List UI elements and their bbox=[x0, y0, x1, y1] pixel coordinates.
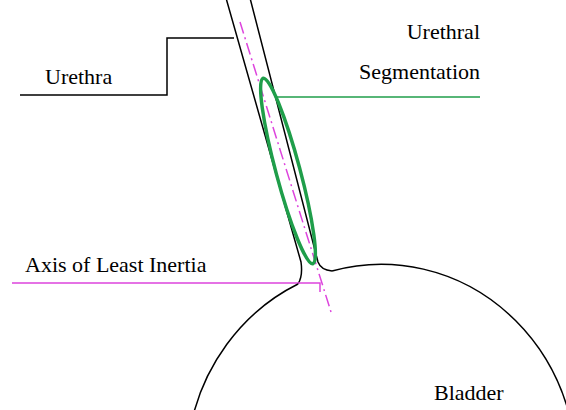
part-label: Urethral Segmentation bbox=[300, 12, 480, 92]
bladder-wall bbox=[186, 264, 566, 410]
axis-line bbox=[240, 22, 331, 312]
leader-line bbox=[275, 96, 480, 98]
bladder-outline: Bladder bbox=[170, 260, 566, 410]
urethra-right-wall bbox=[250, 0, 332, 271]
leader-line bbox=[20, 38, 234, 95]
bladder-shape bbox=[170, 260, 566, 410]
part-label-text: Urethra bbox=[45, 64, 112, 89]
part-label: Urethra bbox=[45, 64, 112, 90]
part-label-text: Axis of Least Inertia bbox=[25, 252, 206, 277]
part-label: Axis of Least Inertia bbox=[25, 252, 206, 278]
segmentation-ellipse bbox=[252, 75, 325, 267]
part-label-text: Urethral Segmentation bbox=[359, 19, 480, 84]
organ-label: Bladder bbox=[434, 380, 504, 406]
leader-line bbox=[12, 283, 320, 292]
urethra-left-wall bbox=[226, 0, 302, 284]
